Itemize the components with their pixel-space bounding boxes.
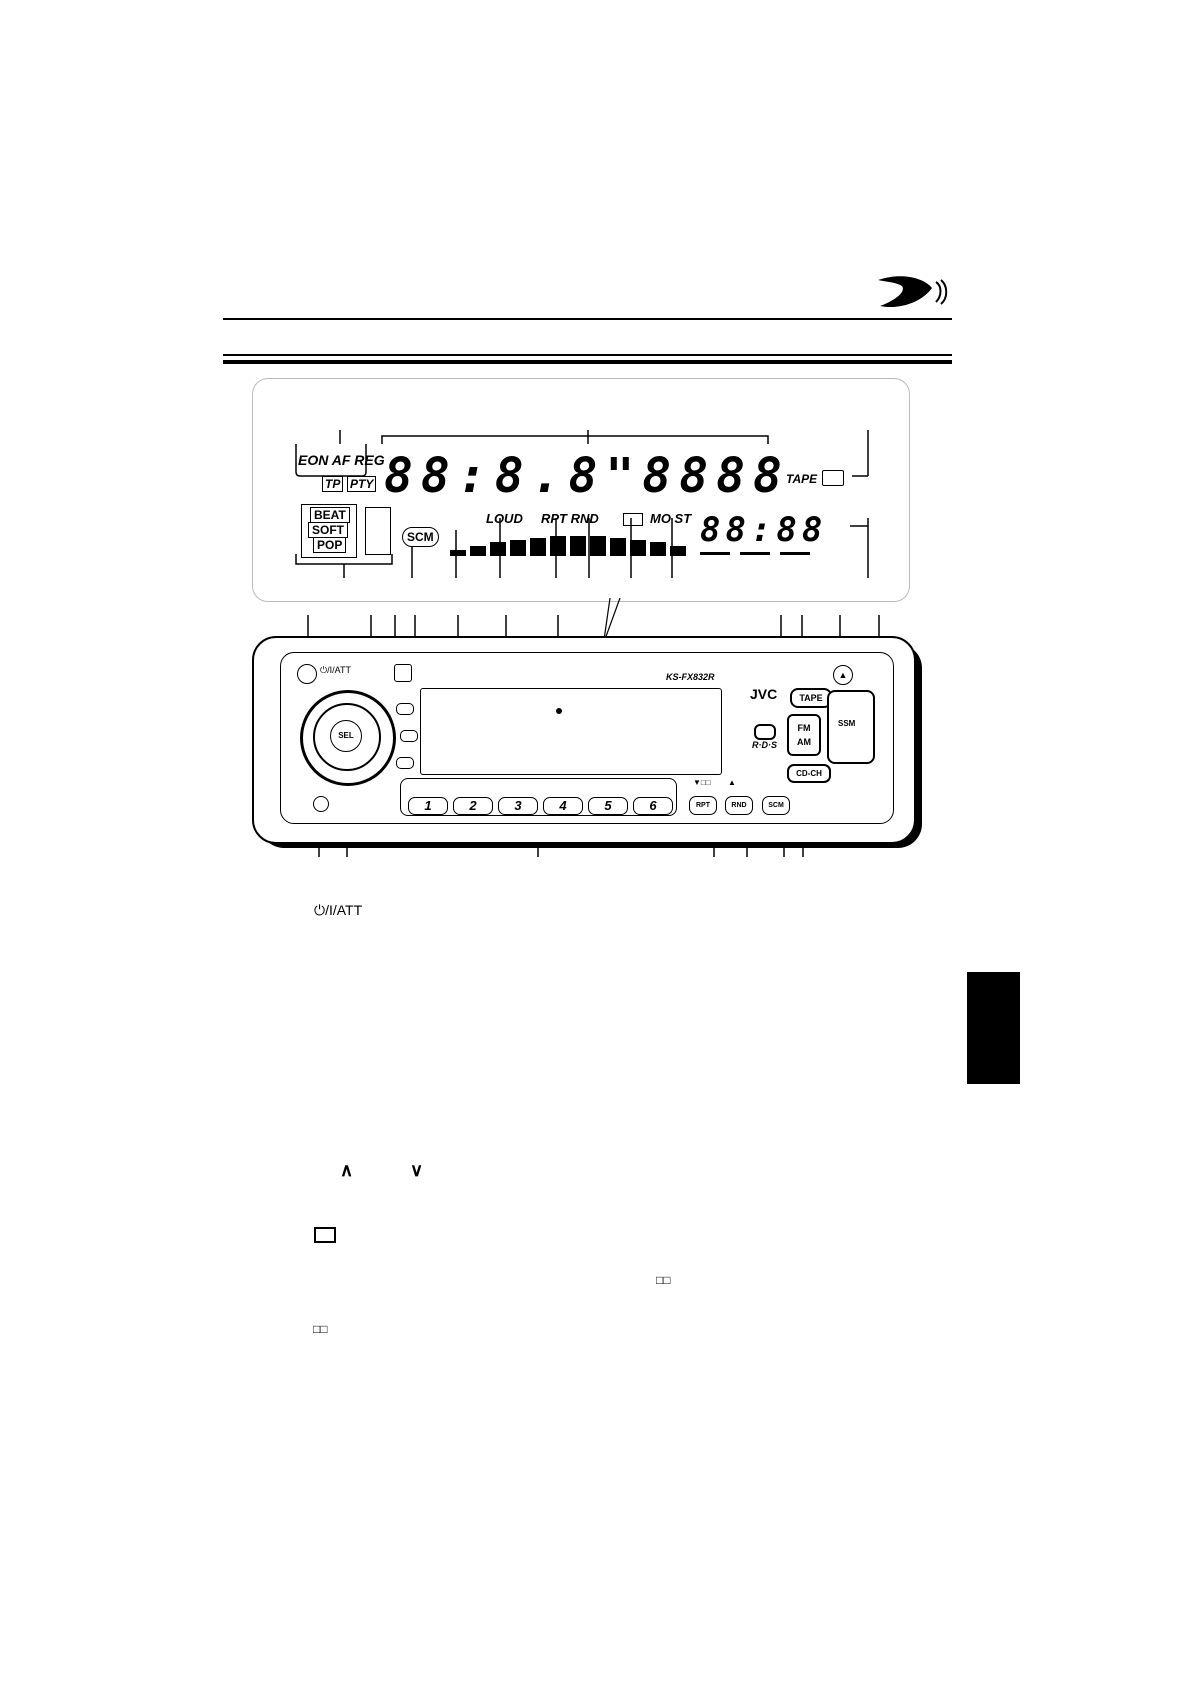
sel-button[interactable]: SEL <box>330 720 362 752</box>
section-rule-thick <box>223 360 952 364</box>
rnd-symbol: ▲ <box>728 778 736 787</box>
sound-mode-box <box>301 504 357 558</box>
preset-button-1[interactable]: 1 <box>408 797 448 815</box>
beat-indicator: BEAT <box>310 507 350 523</box>
lcd-window <box>420 688 722 775</box>
jvc-swoosh-logo <box>878 276 948 308</box>
dolby-symbol-1: □□ <box>656 1273 671 1287</box>
power-att-button[interactable] <box>297 664 317 684</box>
dolby-symbol-2: □□ <box>313 1322 328 1336</box>
cassette-icon <box>822 470 844 486</box>
level-meter <box>450 536 810 556</box>
power-att-text: ⏻/I/ATT <box>314 902 363 918</box>
rpt-button[interactable]: RPT <box>689 796 717 815</box>
mo-st-indicator: MO ST <box>650 511 692 526</box>
pty-indicator: PTY <box>347 476 377 492</box>
tape-indicator: TAPE <box>786 472 818 486</box>
seek-ssm-rocker[interactable] <box>827 690 875 764</box>
dial-inner-ring <box>313 703 381 771</box>
brand-label: JVC <box>750 686 778 702</box>
section-tab <box>967 972 1020 1084</box>
ssm-label: SSM <box>838 719 856 728</box>
rpt-symbol: ▼□□ <box>693 778 711 787</box>
eject-button[interactable]: ▲ <box>833 665 853 685</box>
section-rule-thin <box>223 354 952 356</box>
preset-button-6[interactable]: 6 <box>633 797 673 815</box>
unit-inner-frame <box>280 652 894 824</box>
eon-af-reg-indicator: EON AF REG <box>298 452 385 468</box>
rds-emblem <box>754 724 776 740</box>
preset-button-5[interactable]: 5 <box>588 797 628 815</box>
header-rule <box>223 318 952 320</box>
eq-curve-icons <box>365 507 391 555</box>
display-button-2[interactable] <box>400 730 418 742</box>
preset-button-3[interactable]: 3 <box>498 797 538 815</box>
rpt-rnd-indicator: RPT RND <box>541 511 599 526</box>
preset-group <box>400 778 677 816</box>
detach-symbol-icon <box>314 1227 336 1243</box>
tape-button[interactable]: TAPE <box>790 688 832 708</box>
lcd-center-dot <box>556 708 562 714</box>
soft-indicator: SOFT <box>308 522 348 538</box>
clock-segment-display: 88:88 <box>700 510 828 550</box>
rds-logo: R·D·S <box>752 740 777 750</box>
dolby-indicator-icon <box>623 513 643 526</box>
preset-button-2[interactable]: 2 <box>453 797 493 815</box>
rnd-button[interactable]: RND <box>725 796 753 815</box>
scm-button[interactable]: SCM <box>762 796 790 815</box>
model-label: KS-FX832R <box>666 672 715 682</box>
loud-indicator: LOUD <box>486 511 523 526</box>
up-arrow-symbol: ∧ <box>340 1160 354 1180</box>
cd-ch-button[interactable]: CD-CH <box>787 764 831 783</box>
preset-button-4[interactable]: 4 <box>543 797 583 815</box>
sensor-window <box>394 664 412 682</box>
down-arrow-symbol: ∨ <box>410 1160 424 1180</box>
fm-am-button[interactable]: FM AM <box>787 714 821 756</box>
main-segment-display: 88:8.8"8888 <box>384 448 790 504</box>
power-att-label: ⏻/I/ATT <box>320 665 351 675</box>
pop-indicator: POP <box>313 537 347 553</box>
detach-button[interactable] <box>313 796 329 812</box>
scm-indicator: SCM <box>402 527 439 547</box>
display-button-1[interactable] <box>396 703 414 715</box>
tp-indicator: TP <box>322 476 344 492</box>
am-label: AM <box>797 737 811 747</box>
display-button-3[interactable] <box>396 757 414 769</box>
fm-label: FM <box>797 723 811 733</box>
